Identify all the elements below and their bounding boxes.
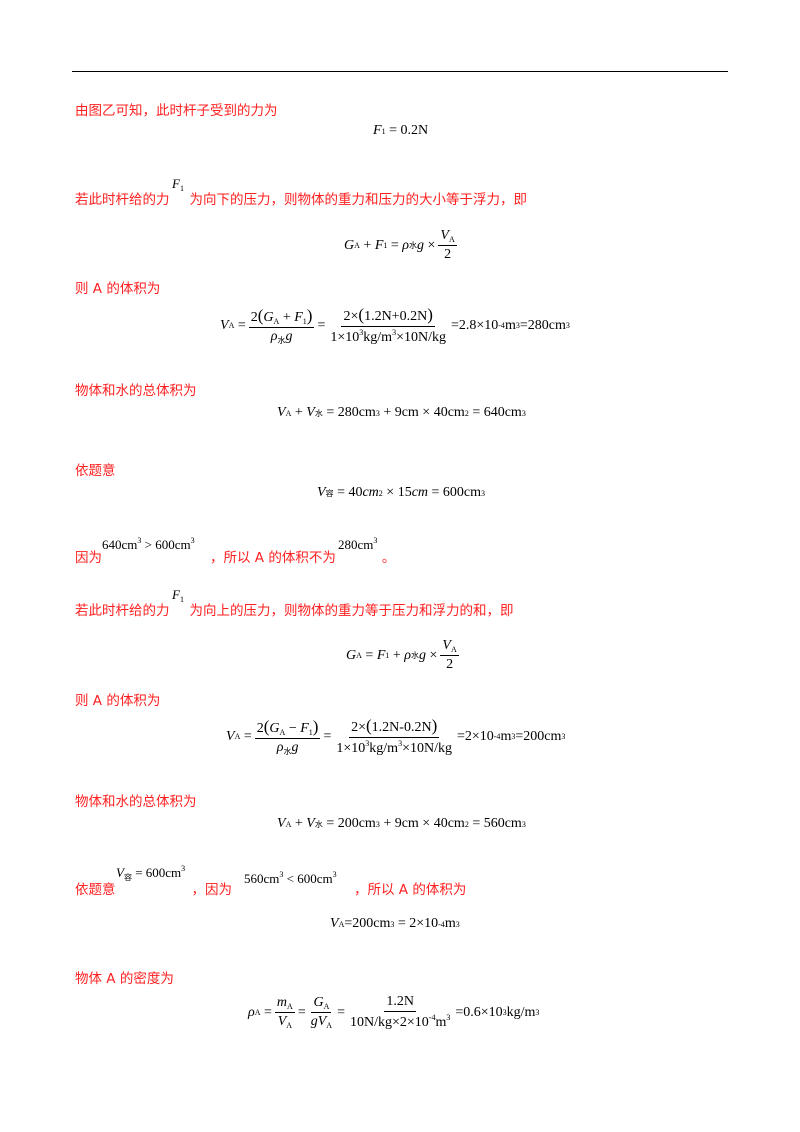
text-density-a: 物体 A 的密度为 [75,971,174,987]
inline-compare-640-600: 640cm3 > 600cm3 [102,536,195,552]
text-total-volume-1: 物体和水的总体积为 [75,383,197,399]
header-rule [72,71,728,72]
inline-280: 280cm3 [338,536,378,552]
text-force-intro: 由图乙可知，此时杆子受到的力为 [75,103,278,119]
inline-f1-down: F1 [172,176,184,193]
inline-compare-560-600: 560cm3 < 600cm3 [244,870,337,886]
text-volume-a-2: 则 A 的体积为 [75,693,161,709]
text-total-volume-2: 物体和水的总体积为 [75,794,197,810]
text-because-1: 因为，所以 A 的体积不为。 [75,550,396,566]
text-case-up: 若此时杆给的力为向上的压力，则物体的重力等于压力和浮力的和，即 [75,603,514,619]
text-case-down: 若此时杆给的力为向下的压力，则物体的重力和压力的大小等于浮力，即 [75,192,527,208]
text-as-given-1: 依题意 [75,463,116,479]
inline-f1-up: F1 [172,587,184,604]
text-as-given-2: 依题意，因为，所以 A 的体积为 [75,882,467,898]
inline-container-600: V容 = 600cm3 [116,864,186,882]
text-volume-a-1: 则 A 的体积为 [75,281,161,297]
